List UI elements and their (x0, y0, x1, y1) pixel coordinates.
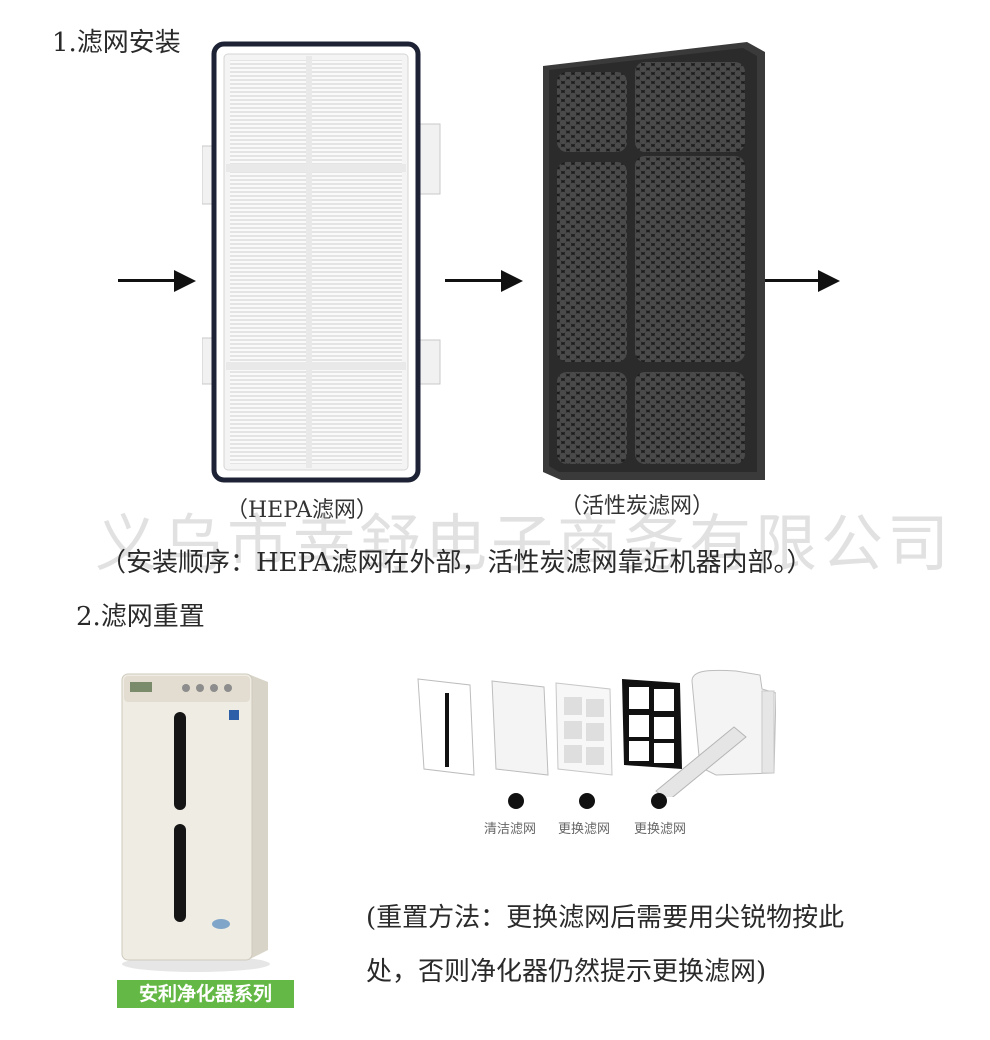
section-1-heading: 1.滤网安装 (52, 28, 181, 58)
arrow-right-icon (445, 269, 523, 293)
carbon-filter-caption: （活性炭滤网） (560, 494, 715, 519)
step-label-replace-2: 更换滤网 (634, 822, 687, 837)
hepa-filter-caption: （HEPA滤网） (226, 498, 378, 523)
carbon-filter-image (543, 42, 765, 480)
step-label-clean: 清洁滤网 (484, 822, 537, 837)
step-1-dot (508, 793, 524, 809)
filter-reset-sequence-image (417, 669, 776, 797)
hepa-filter-image (202, 41, 441, 483)
reset-note-line-2: 处，否则净化器仍然提示更换滤网) (366, 957, 767, 987)
arrow-right-icon (118, 269, 196, 293)
install-order-note: （安装顺序：HEPA滤网在外部，活性炭滤网靠近机器内部。） (100, 548, 813, 578)
section-2-heading: 2.滤网重置 (76, 602, 205, 632)
company-watermark: 义乌市幸舒电子商务有限公司 (95, 507, 954, 580)
reset-note-line-1: (重置方法：更换滤网后需要用尖锐物按此 (366, 903, 845, 933)
arrow-right-icon (762, 269, 840, 293)
step-2-dot (579, 793, 595, 809)
air-purifier-image (121, 673, 270, 972)
series-badge: 安利净化器系列 (117, 980, 294, 1008)
step-label-replace: 更换滤网 (558, 822, 611, 837)
reset-button-dot (651, 793, 667, 809)
